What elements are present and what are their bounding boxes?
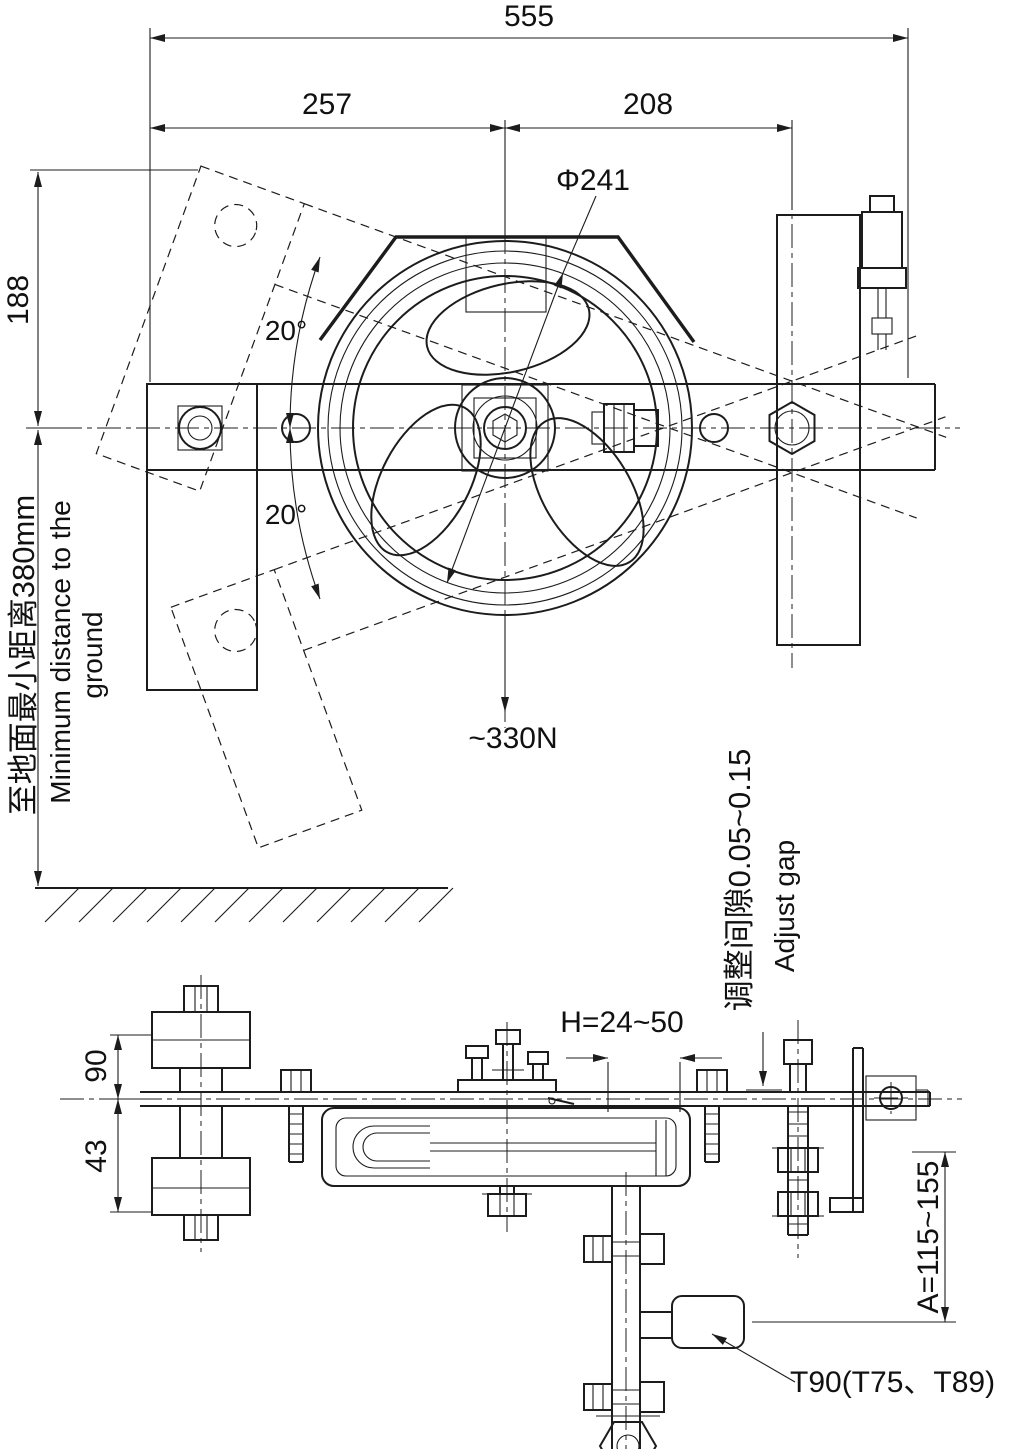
top-view: 555 257 208 Φ241 188 20° 20°: [2, 0, 947, 923]
ground-note-cn: 至地面最小距离380mm: [6, 495, 41, 815]
dimension-90-43: 90 43: [80, 1034, 152, 1213]
dim-43-label: 43: [80, 1139, 113, 1172]
dim-90-label: 90: [80, 1049, 113, 1082]
bottom-view: 90 43: [80, 749, 995, 1449]
angle-upper-label: 20°: [265, 315, 307, 346]
dim-a-label: A=115~155: [912, 1161, 945, 1314]
dimension-257-208: 257 208: [150, 88, 793, 238]
centerlines: [58, 152, 962, 1449]
wheel-guard-bracket: [318, 235, 696, 343]
t-rail: [671, 1295, 745, 1349]
angle-lower-label: 20°: [265, 499, 307, 530]
dim-dia-label: Φ241: [556, 164, 630, 197]
force-annotation: ~330N: [468, 615, 558, 755]
dim-188-label: 188: [2, 275, 35, 325]
arm-position-lower: [170, 335, 946, 849]
dimension-h: H=24~50: [560, 1006, 722, 1112]
dimension-555: 555: [149, 0, 909, 382]
plate-bolt-right: [690, 1069, 734, 1163]
force-label: ~330N: [468, 722, 557, 755]
dimension-diameter: Φ241: [446, 164, 630, 584]
ground-note-en2: ground: [77, 611, 108, 698]
gap-note-en: Adjust gap: [769, 840, 800, 972]
right-bracket: [829, 1047, 929, 1213]
rail-type-annotation: T90(T75、T89): [711, 1333, 995, 1399]
arm-position-upper: [95, 165, 947, 519]
rail-type-label: T90(T75、T89): [790, 1366, 995, 1399]
angle-dimensions: 20° 20°: [265, 256, 321, 600]
dimension-188: 188: [2, 169, 198, 429]
tensioner-body: [321, 1029, 691, 1217]
rail-bracket: [583, 1186, 745, 1449]
dim-257-label: 257: [302, 88, 352, 121]
dim-h-label: H=24~50: [560, 1006, 683, 1039]
ground-line: [35, 887, 454, 923]
ground-note-en1: Minimum distance to the: [45, 500, 76, 803]
dimension-a: A=115~155: [752, 1151, 956, 1323]
dim-208-label: 208: [623, 88, 673, 121]
adjust-stop-bolt: [772, 1039, 824, 1236]
swing-arm: [146, 214, 936, 691]
dim-555-label: 555: [504, 0, 554, 33]
adjust-gap-note: 调整间隙0.05~0.15 Adjust gap: [722, 749, 800, 1091]
left-damper: [151, 985, 251, 1241]
gap-note-cn: 调整间隙0.05~0.15: [722, 749, 757, 1012]
ground-note: 至地面最小距离380mm Minimum distance to the gro…: [6, 495, 108, 815]
lubricator-component: [857, 195, 907, 350]
plate-bolt-left: [274, 1069, 318, 1163]
